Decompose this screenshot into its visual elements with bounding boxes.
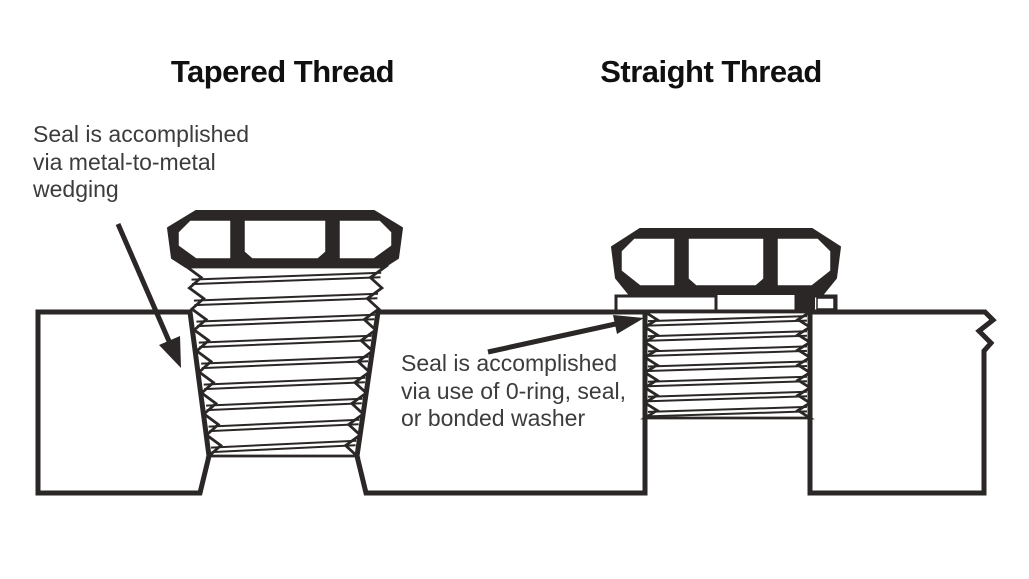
arrow-shaft	[115, 223, 175, 349]
tapered-head-face-right	[338, 219, 393, 260]
straight-head-face-right	[776, 237, 832, 287]
workpiece-block	[35, 309, 997, 496]
arrow-head-icon	[613, 315, 644, 334]
straight-thread-ridges	[647, 315, 808, 418]
tapered-thread-title: Tapered Thread	[170, 54, 395, 89]
break-line-icon	[975, 310, 997, 353]
tapered-annotation-arrow	[115, 223, 181, 368]
arrow-head-icon	[159, 336, 181, 368]
tapered-seal-annotation: Seal is accomplished via metal-to-metal …	[33, 121, 250, 202]
straight-seal-annotation: Seal is accomplished via use of 0-ring, …	[401, 350, 627, 431]
washer-end-cap	[816, 297, 835, 310]
bolt-shank-collar	[714, 291, 798, 313]
o-ring-seal	[796, 295, 815, 312]
tapered-head-face-left	[177, 219, 232, 260]
tapered-thread-ridges	[191, 271, 382, 454]
arrow-shaft	[487, 320, 621, 355]
block-left-section	[35, 309, 212, 496]
tapered-head-face-middle	[243, 219, 327, 260]
straight-bolt	[611, 228, 841, 420]
straight-thread-title: Straight Thread	[600, 54, 822, 89]
tapered-bolt	[167, 210, 403, 458]
straight-annotation-arrow	[487, 315, 644, 355]
straight-head-face-middle	[687, 237, 765, 287]
block-middle-section	[354, 309, 648, 496]
block-right-section	[807, 309, 997, 496]
straight-head-face-left	[620, 237, 676, 287]
